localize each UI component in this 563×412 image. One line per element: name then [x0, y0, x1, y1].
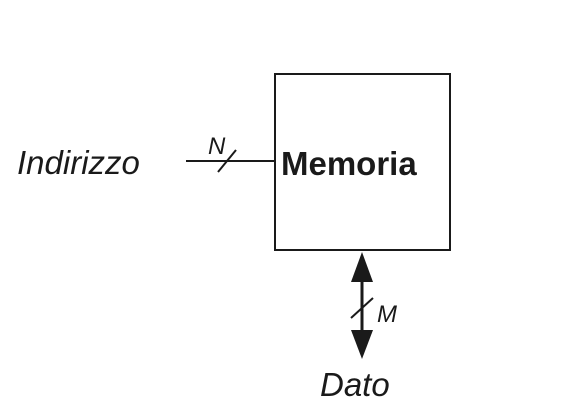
data-bus-arrow-up-icon — [351, 252, 373, 282]
address-bus-width-slash — [217, 149, 237, 173]
memory-block-label: Memoria — [281, 145, 417, 182]
memory-block — [274, 73, 451, 251]
data-bus-width-label: M — [377, 301, 397, 328]
address-input-label: Indirizzo — [17, 144, 140, 181]
data-bus-width-slash — [350, 297, 374, 319]
data-bus-arrow-down-icon — [351, 330, 373, 359]
data-output-label: Dato — [320, 366, 390, 403]
address-bus-width-label: N — [208, 133, 226, 160]
